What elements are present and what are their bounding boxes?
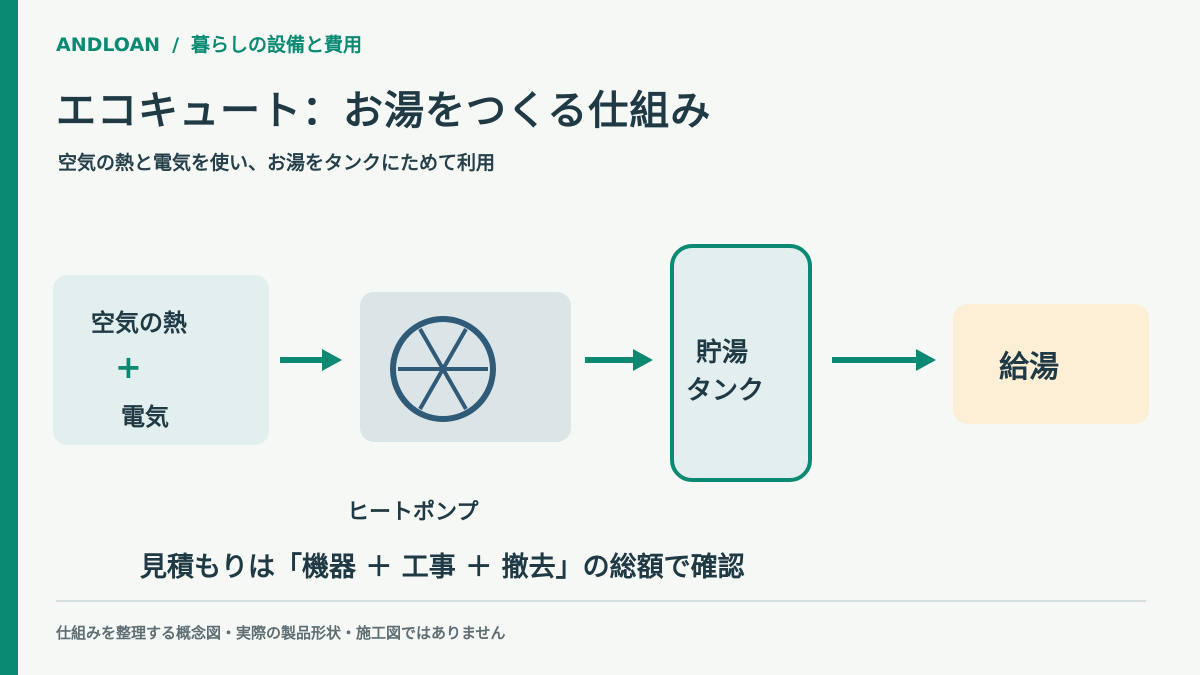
breadcrumb-section[interactable]: 暮らしの設備と費用 xyxy=(191,34,363,56)
disclaimer-footnote: 仕組みを整理する概念図・実際の製品形状・施工図ではありません xyxy=(56,624,506,642)
hot-water-tank-node: 貯湯 タンク xyxy=(670,244,812,482)
fan-icon xyxy=(390,316,496,422)
input-air-heat-label: 空気の熱 xyxy=(91,309,187,337)
heat-pump-label: ヒートポンプ xyxy=(347,500,479,525)
input-electricity-label: 電気 xyxy=(121,403,169,431)
estimate-summary: 見積もりは「機器 ＋ 工事 ＋ 撤去」の総額で確認 xyxy=(140,552,745,583)
hot-water-supply-node: 給湯 xyxy=(953,304,1149,424)
plus-icon: + xyxy=(115,348,142,386)
supply-label: 給湯 xyxy=(999,350,1059,385)
arrow-right-icon xyxy=(832,349,936,371)
input-node: 空気の熱 + 電気 xyxy=(53,275,269,445)
breadcrumb-brand[interactable]: ANDLOAN xyxy=(56,34,161,56)
page-subtitle: 空気の熱と電気を使い、お湯をタンクにためて利用 xyxy=(58,152,496,174)
page-title: エコキュート：お湯をつくる仕組み xyxy=(56,88,712,134)
divider xyxy=(56,600,1146,602)
arrow-right-icon xyxy=(585,349,653,371)
breadcrumb: ANDLOAN / 暮らしの設備と費用 xyxy=(56,30,362,57)
heat-pump-node xyxy=(360,292,571,442)
tank-label-line2: タンク xyxy=(686,376,765,406)
accent-bar xyxy=(0,0,18,675)
tank-label-line1: 貯湯 xyxy=(696,338,749,368)
breadcrumb-separator: / xyxy=(172,34,180,56)
arrow-right-icon xyxy=(280,349,342,371)
